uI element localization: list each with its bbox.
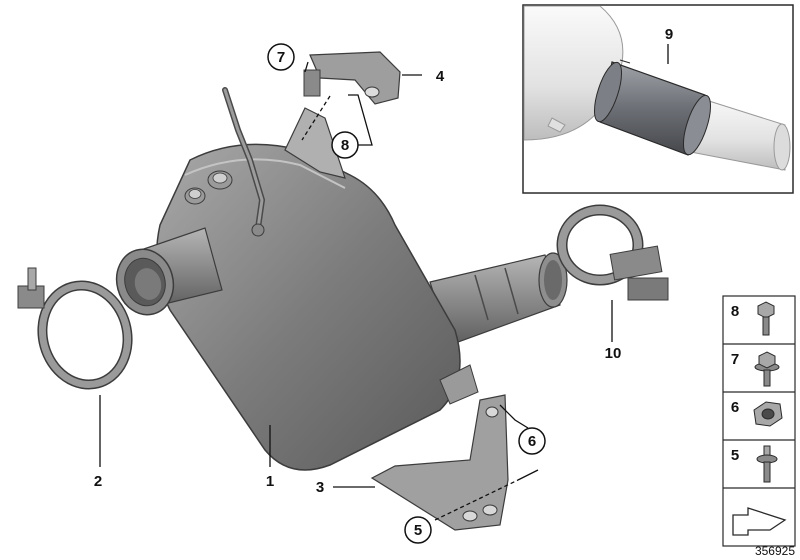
pipe-clamp [556,204,669,301]
callout-1: 1 [266,473,274,490]
callout-6: 6 [528,433,536,450]
catalytic-converter [115,87,568,471]
callout-9: 9 [665,26,673,43]
callout-7: 7 [277,49,285,66]
callout-5-circle [404,516,432,544]
hex-bolt-icon [757,301,775,336]
callout-8-circle [331,131,359,159]
leader-lines [99,44,669,521]
callout-10: 10 [605,345,622,362]
legend-number-8: 8 [731,303,739,320]
callout-6-circle [518,427,546,455]
v-band-clamp [17,267,133,390]
hex-nut-icon [753,401,783,427]
flange-bolt-icon [754,351,780,387]
legend-number-7: 7 [731,351,739,368]
direction-arrow-icon [732,507,787,536]
callout-5: 5 [414,522,422,539]
legend-number-6: 6 [731,399,739,416]
callout-7-circle [267,43,295,71]
top-bracket [303,51,401,105]
bottom-bracket [370,394,509,531]
callout-2: 2 [94,473,102,490]
stud-bolt-icon [756,445,778,483]
callout-labels: 1 2 3 4 5 6 7 8 9 10 [94,26,673,544]
fastener-legend: 8 7 6 5 [722,295,796,547]
inset-panel [522,4,794,194]
callout-3: 3 [316,479,324,496]
diagram-reference-number: 356925 [755,544,795,558]
callout-8: 8 [341,137,349,154]
callout-4: 4 [436,68,445,85]
legend-number-5: 5 [731,447,739,464]
